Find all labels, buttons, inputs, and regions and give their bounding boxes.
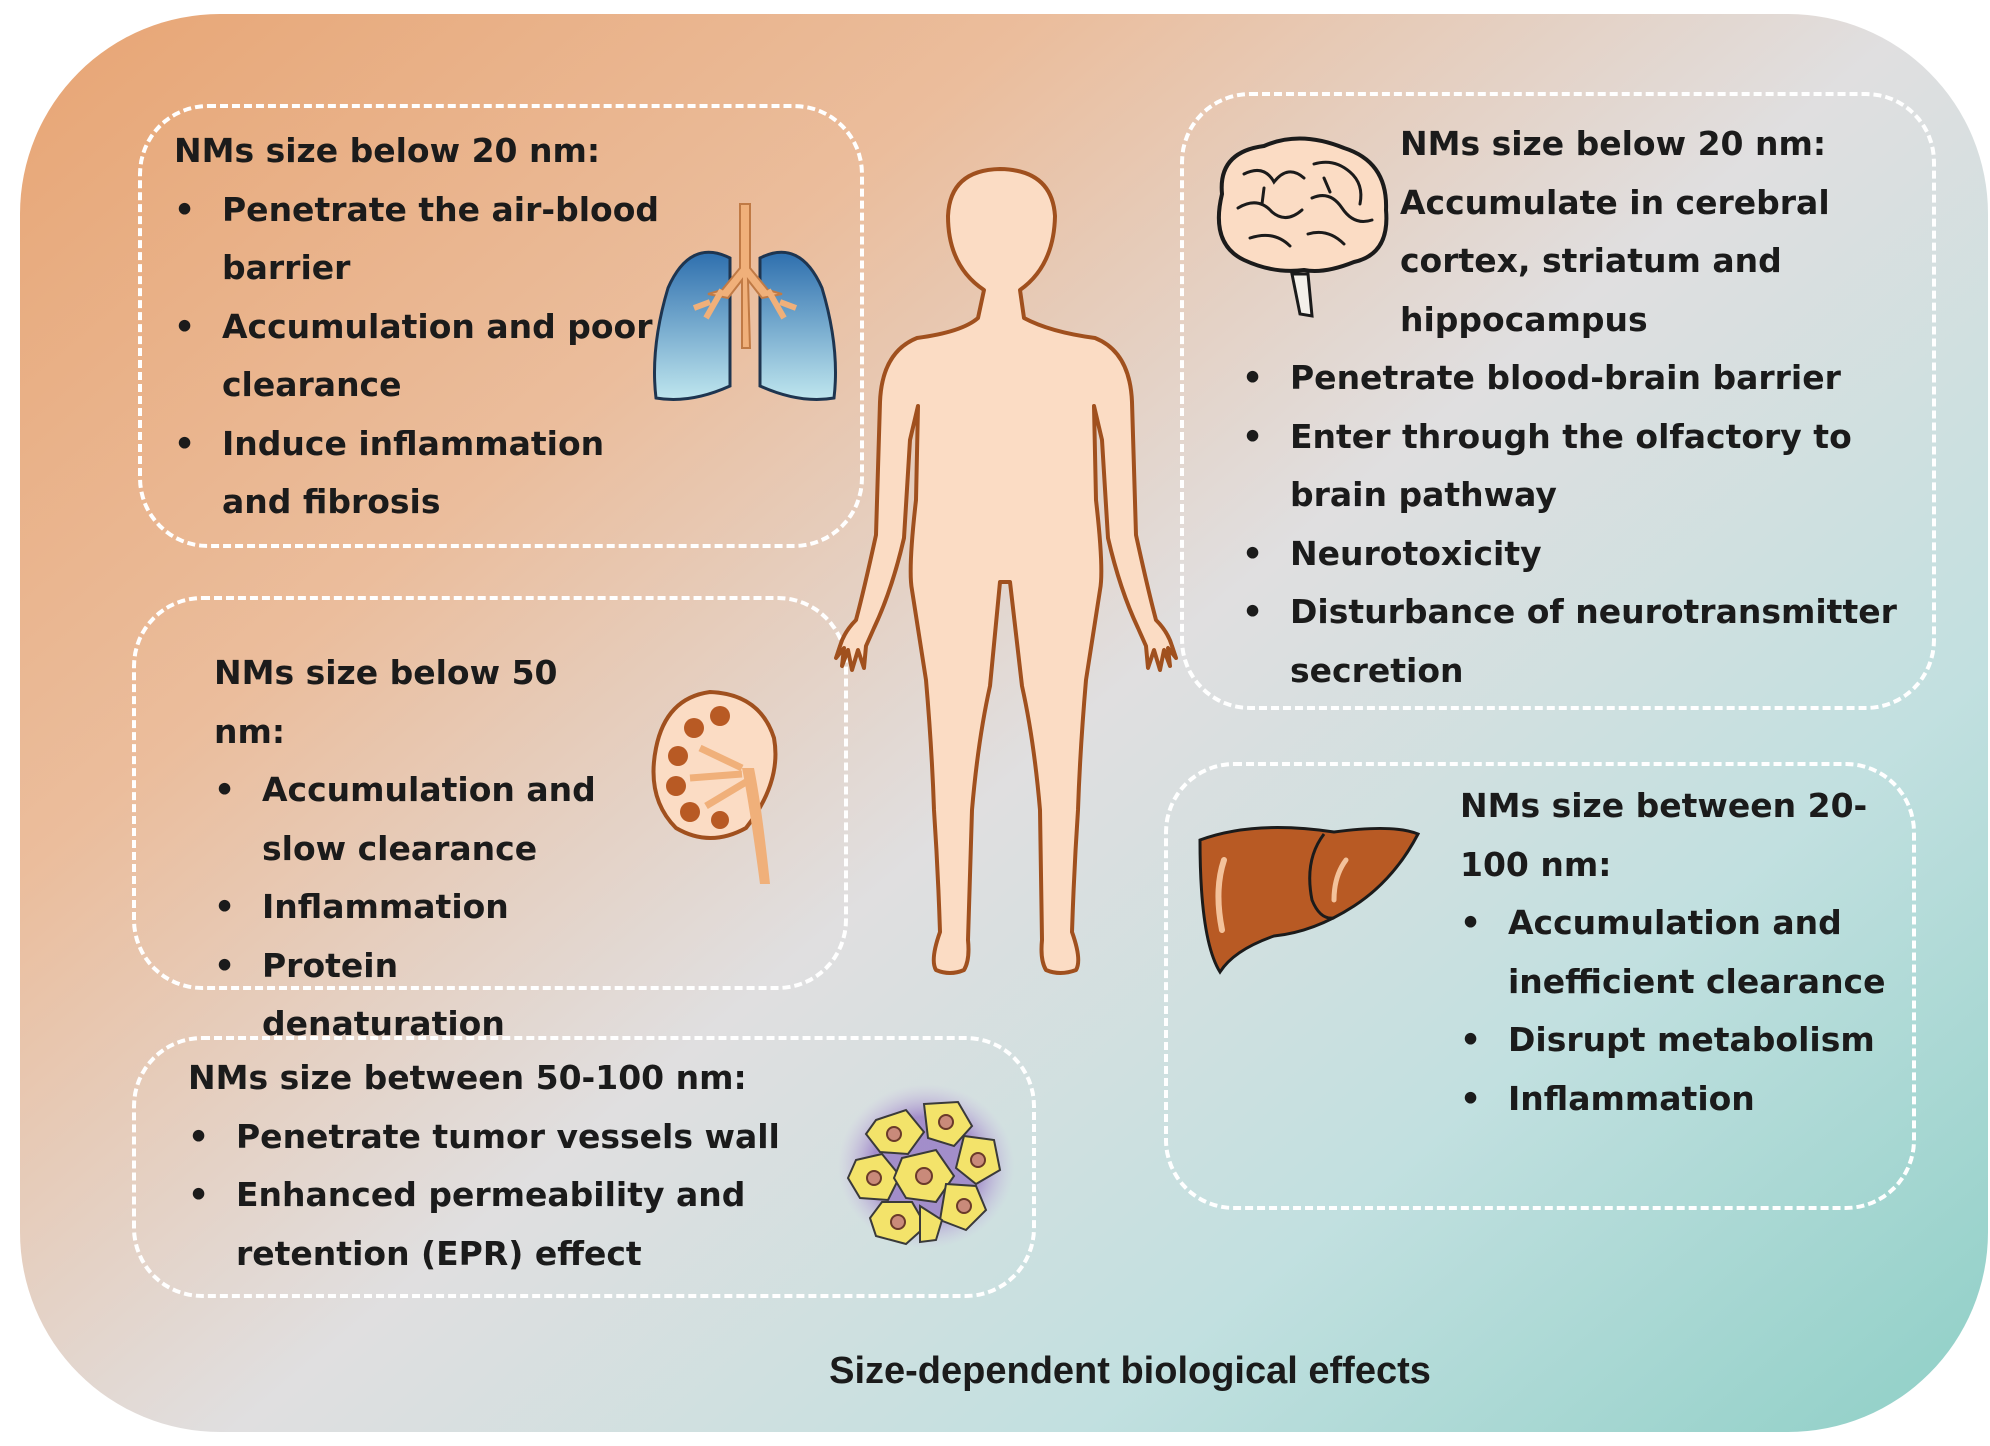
liver-icon [1198, 826, 1421, 975]
brain-item: Enter through the olfactory to brain pat… [1242, 408, 1902, 525]
brain-heading: NMs size below 20 nm: [1400, 124, 1827, 163]
brain-text-bottom: Penetrate blood-brain barrier Enter thro… [1242, 349, 1902, 700]
kidney-item: Protein denaturation [214, 937, 634, 1054]
kidney-item: Accumulation and slow clearance [214, 761, 634, 878]
lungs-item: Induce inflammation and fibrosis [174, 415, 664, 532]
kidney-text: NMs size below 50 nm: Accumulation and s… [214, 644, 634, 1054]
liver-text: NMs size between 20-100 nm: Accumulation… [1460, 777, 1900, 1128]
lungs-item: Accumulation and poor clearance [174, 298, 664, 415]
tumor-cells-icon [838, 1084, 1014, 1248]
brain-item: Accumulate in cerebral cortex, striatum … [1352, 174, 1860, 350]
tumor-item: Penetrate tumor vessels wall [188, 1108, 848, 1167]
lungs-item: Penetrate the air-blood barrier [174, 181, 664, 298]
diagram-title: Size-dependent biological effects [829, 1350, 1431, 1392]
lungs-heading: NMs size below 20 nm: [174, 131, 601, 170]
brain-item: Penetrate blood-brain barrier [1242, 349, 1902, 408]
brain-icon [1216, 136, 1389, 318]
tumor-item: Enhanced permeability and retention (EPR… [188, 1166, 848, 1283]
liver-panel [1164, 762, 1916, 1210]
liver-heading: NMs size between 20-100 nm: [1460, 786, 1868, 884]
lungs-icon [653, 203, 837, 401]
lungs-text: NMs size below 20 nm: Penetrate the air-… [174, 122, 664, 532]
brain-item: Neurotoxicity [1242, 525, 1902, 584]
tumor-text: NMs size between 50-100 nm: Penetrate tu… [188, 1049, 848, 1283]
lungs-panel [138, 104, 864, 548]
kidney-icon [651, 689, 778, 884]
human-body-icon [834, 167, 1178, 975]
kidney-heading: NMs size below 50 nm: [214, 653, 558, 751]
liver-item: Inflammation [1460, 1070, 1900, 1129]
brain-panel [1180, 92, 1936, 710]
tumor-heading: NMs size between 50-100 nm: [188, 1058, 747, 1097]
brain-text-top: NMs size below 20 nm: Accumulate in cere… [1352, 115, 1860, 349]
liver-item: Accumulation and inefficient clearance [1460, 894, 1900, 1011]
liver-item: Disrupt metabolism [1460, 1011, 1900, 1070]
brain-item: Disturbance of neurotransmitter secretio… [1242, 583, 1902, 700]
kidney-item: Inflammation [214, 878, 634, 937]
